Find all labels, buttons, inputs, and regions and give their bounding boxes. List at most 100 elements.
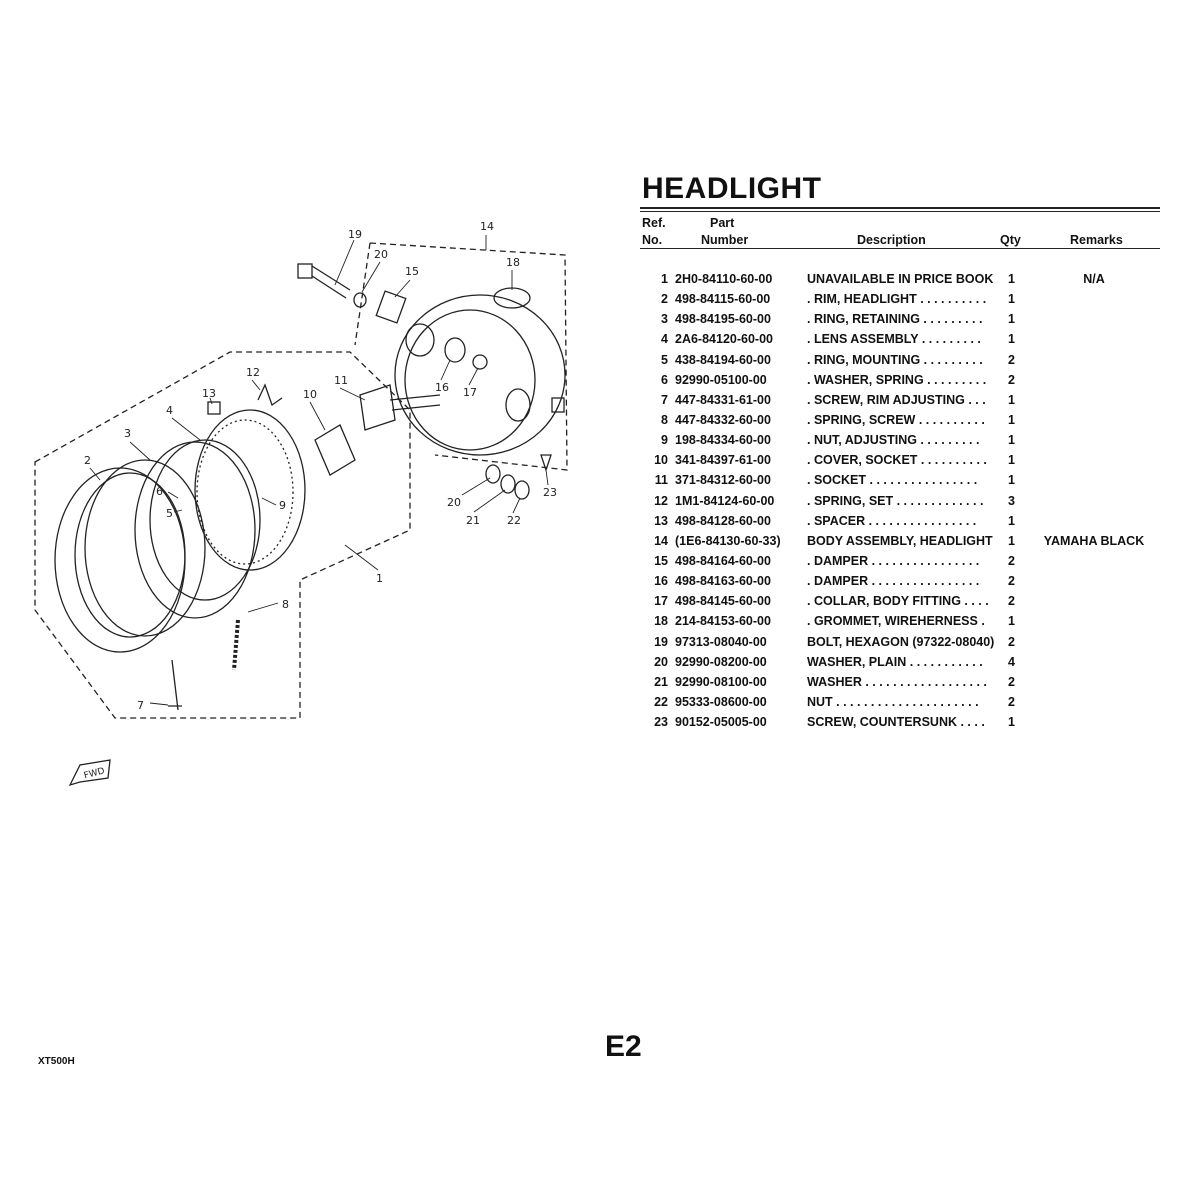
- description: . SCREW, RIM ADJUSTING . . .: [807, 392, 986, 407]
- qty: 2: [1008, 634, 1015, 649]
- part-number: 92990-08200-00: [675, 654, 767, 669]
- ref-no: 11: [654, 473, 668, 488]
- ref-no: 5: [661, 352, 668, 367]
- description: . WASHER, SPRING . . . . . . . . .: [807, 372, 987, 387]
- fwd-arrow-icon: FWD: [68, 759, 111, 787]
- qty: 2: [1008, 553, 1015, 568]
- bolt-part: [297, 263, 407, 324]
- ref-no: 23: [654, 715, 668, 730]
- description: . RING, MOUNTING . . . . . . . . .: [807, 352, 983, 367]
- part-number: (1E6-84130-60-33): [675, 533, 781, 548]
- description: . SOCKET . . . . . . . . . . . . . . . .: [807, 473, 978, 488]
- spring-screw-part: [232, 619, 240, 671]
- header-remarks: Remarks: [1070, 233, 1123, 247]
- table-row: 14 (1E6-84130-60-33) BODY ASSEMBLY, HEADLI…: [640, 534, 1160, 554]
- header-part-line2: Number: [701, 233, 749, 247]
- part-number: 498-84163-60-00: [675, 574, 771, 589]
- qty: 2: [1008, 372, 1015, 387]
- part-number: 498-84115-60-00: [675, 292, 771, 307]
- callout-20b: 20: [447, 496, 461, 509]
- ref-no: 18: [654, 614, 668, 629]
- header-ref-line2: No.: [642, 233, 663, 247]
- ref-no: 17: [654, 594, 668, 609]
- callout-13: 13: [202, 387, 216, 400]
- header-ref-line1: Ref.: [642, 216, 666, 230]
- part-number: 95333-08600-00: [675, 694, 767, 709]
- title-rule: [640, 207, 1160, 209]
- part-number: 447-84332-60-00: [675, 412, 771, 427]
- description: . GROMMET, WIREHERNESS .: [807, 614, 985, 629]
- callout-6: 6: [156, 485, 163, 498]
- spacer-part: [207, 401, 221, 415]
- washer-part: [485, 464, 501, 484]
- countersunk-screw-part: [540, 454, 552, 473]
- header-part-line1: Part: [710, 216, 735, 230]
- description: . DAMPER . . . . . . . . . . . . . . . .: [807, 553, 980, 568]
- header-qty: Qty: [1000, 233, 1021, 247]
- nut-part: [514, 480, 530, 500]
- callout-20: 20: [374, 248, 388, 261]
- description: UNAVAILABLE IN PRICE BOOK: [807, 272, 994, 286]
- description: . NUT, ADJUSTING . . . . . . . . .: [807, 433, 980, 448]
- part-number: 438-84194-60-00: [675, 352, 771, 367]
- part-number: 92990-08100-00: [675, 674, 767, 689]
- callout-14: 14: [480, 220, 494, 233]
- description: . SPACER . . . . . . . . . . . . . . . .: [807, 513, 977, 528]
- table-row: 18 214-84153-60-00 . GROMMET, WIREHERNESS …: [640, 614, 1160, 634]
- ref-no: 15: [654, 553, 668, 568]
- screw-part: [168, 659, 182, 711]
- washer-part: [500, 474, 516, 494]
- qty: 2: [1008, 352, 1015, 367]
- part-number: 498-84164-60-00: [675, 553, 771, 568]
- exploded-headlight-diagram: 19 14 20 15 18 12 13 11 10 4 3 2 16 17 6…: [34, 220, 568, 787]
- ref-no: 13: [654, 513, 668, 528]
- page-title: HEADLIGHT: [642, 172, 822, 205]
- qty: 1: [1008, 332, 1015, 347]
- description: SCREW, COUNTERSUNK . . . .: [807, 715, 985, 730]
- description: . COVER, SOCKET . . . . . . . . . .: [807, 453, 987, 468]
- callout-4: 4: [166, 404, 173, 417]
- table-row: 5 438-84194-60-00 . RING, MOUNTING . . . .…: [640, 353, 1160, 373]
- callout-10: 10: [303, 388, 317, 401]
- qty: 1: [1008, 473, 1015, 488]
- callout-2: 2: [84, 454, 91, 467]
- part-number: 214-84153-60-00: [675, 614, 771, 629]
- callout-12: 12: [246, 366, 260, 379]
- part-number: 2H0-84110-60-00: [675, 272, 773, 286]
- part-number: 498-84145-60-00: [675, 594, 771, 609]
- qty: 1: [1008, 292, 1015, 307]
- ref-no: 7: [661, 392, 668, 407]
- callout-23: 23: [543, 486, 557, 499]
- part-number: 498-84195-60-00: [675, 312, 771, 327]
- description: BODY ASSEMBLY, HEADLIGHT: [807, 533, 993, 548]
- description: . COLLAR, BODY FITTING . . . .: [807, 594, 989, 609]
- callout-16: 16: [435, 381, 449, 394]
- description: . RING, RETAINING . . . . . . . . .: [807, 312, 983, 327]
- qty: 1: [1008, 453, 1015, 468]
- header-rule: [640, 248, 1160, 249]
- qty: 1: [1008, 312, 1015, 327]
- ref-no: 14: [654, 533, 668, 548]
- table-row: 17 498-84145-60-00 . COLLAR, BODY FITTING …: [640, 594, 1160, 614]
- model-code: XT500H: [38, 1056, 75, 1067]
- ref-no: 19: [654, 634, 668, 649]
- ref-no: 9: [661, 433, 668, 448]
- qty: 3: [1008, 493, 1015, 508]
- ref-no: 8: [661, 412, 668, 427]
- callout-1: 1: [376, 572, 383, 585]
